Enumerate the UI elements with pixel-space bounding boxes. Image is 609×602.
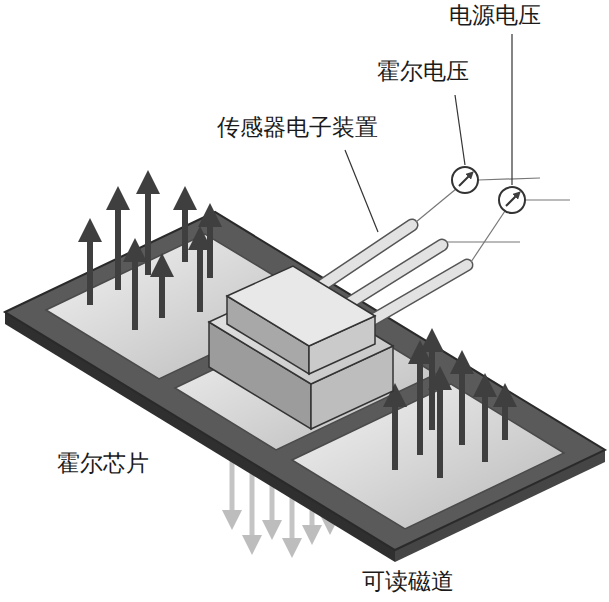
carrier-plate	[5, 212, 605, 562]
part-label: 可读磁道	[360, 568, 456, 596]
part-label: 电源电压	[447, 2, 543, 30]
part-label: 霍尔电压	[375, 58, 471, 86]
part-label: 霍尔芯片	[55, 450, 151, 478]
sensor-package	[209, 266, 393, 429]
meter-symbols	[452, 167, 525, 213]
part-label: 传感器电子装置	[215, 114, 380, 142]
field-arrows-up-right	[395, 340, 505, 478]
signal-wires	[416, 178, 570, 262]
field-arrows-up-left	[90, 182, 210, 330]
magnetic-pads	[46, 234, 564, 529]
